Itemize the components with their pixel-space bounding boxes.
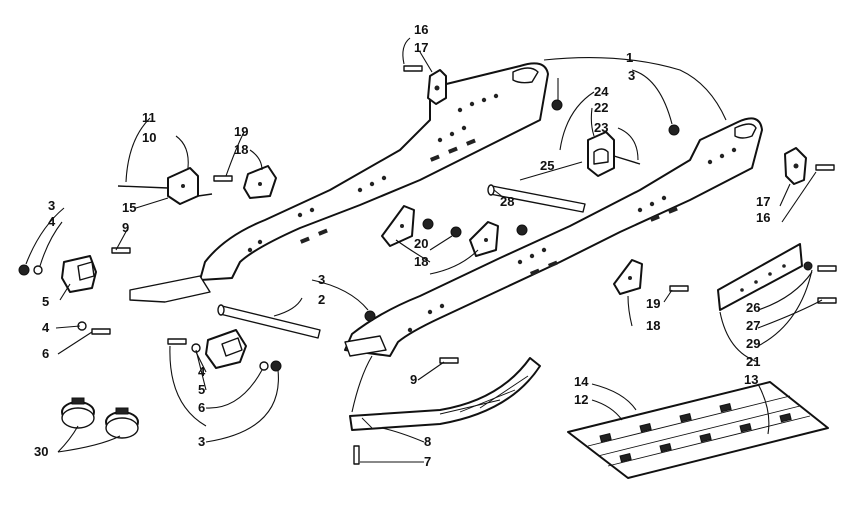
callout-4: 4 [42,320,50,335]
bolt [111,247,131,254]
callout-3: 3 [628,68,635,83]
callout-25: 25 [540,158,554,173]
nut [551,99,563,111]
callout-6: 6 [198,400,205,415]
rail-tip-rear [129,275,211,303]
hyfax-wear-strip [349,357,541,431]
callout-3: 3 [198,434,205,449]
pin [613,155,641,165]
bracket-mid-b [469,221,499,257]
bolt [817,297,837,304]
bolt [815,164,835,171]
bolt [817,265,837,272]
callout-29: 29 [746,336,760,351]
slide-rail-front [344,117,763,357]
callout-9: 9 [122,220,129,235]
callout-26: 26 [746,300,760,315]
nut [270,360,282,372]
callout-8: 8 [424,434,431,449]
callout-28: 28 [500,194,514,209]
washer [259,361,269,371]
callout-20: 20 [414,236,428,251]
callout-9: 9 [410,372,417,387]
callout-16: 16 [414,22,428,37]
callout-18: 18 [414,254,428,269]
bracket-right [613,259,643,295]
callout-15: 15 [122,200,136,215]
callout-17: 17 [756,194,770,209]
rail-tip-front [344,335,387,357]
callout-22: 22 [594,100,608,115]
nut [364,310,376,322]
callout-5: 5 [198,382,205,397]
washer [33,265,43,275]
callout-16: 16 [756,210,770,225]
callout-6: 6 [42,346,49,361]
callout-18: 18 [646,318,660,333]
callout-7: 7 [424,454,431,469]
nut [18,264,30,276]
bolt [403,65,423,72]
callout-27: 27 [746,318,760,333]
callout-19: 19 [234,124,248,139]
bolt [213,175,233,182]
track [567,381,829,479]
callout-24: 24 [594,84,609,99]
slide-rail-rear [199,62,549,281]
callout-1: 1 [626,50,633,65]
bolt [91,328,111,335]
callout-5: 5 [42,294,49,309]
nut [450,226,462,238]
bolt [353,445,360,465]
callout-3: 3 [318,272,325,287]
hose-clamp-left [61,397,95,429]
callout-30: 30 [34,444,48,459]
hose-clamp-right [105,407,139,439]
bolt [167,338,187,345]
bolt [439,357,459,364]
callout-2: 2 [318,292,325,307]
callout-10: 10 [142,130,156,145]
callout-23: 23 [594,120,608,135]
nut [516,224,528,236]
callout-14: 14 [574,374,589,389]
bolt [669,285,689,292]
callout-19: 19 [646,296,660,311]
nut [803,261,813,271]
callout-17: 17 [414,40,428,55]
callout-labels: 1 2 3 3 3 3 4 4 4 5 5 6 6 7 8 9 9 10 11 … [34,22,770,469]
callout-21: 21 [746,354,760,369]
callout-12: 12 [574,392,588,407]
callout-3: 3 [48,198,55,213]
callout-4: 4 [48,214,56,229]
nut [422,218,434,230]
callout-4: 4 [198,364,206,379]
callout-11: 11 [142,110,156,125]
bumper-plate-rear [717,243,803,311]
callout-13: 13 [744,372,758,387]
bracket-mid-a [381,205,415,247]
callout-18: 18 [234,142,248,157]
nut [668,124,680,136]
leader-lines [25,37,823,463]
